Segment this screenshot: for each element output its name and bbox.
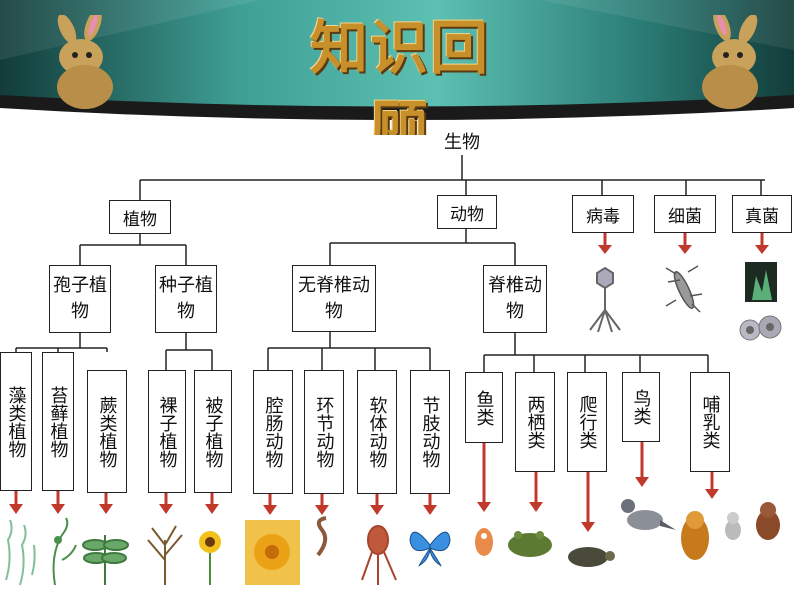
node-mosses: 苔藓植物 (42, 352, 74, 491)
moss-icon (52, 517, 77, 586)
sunflower-icon (199, 531, 221, 585)
mold-icon (745, 262, 777, 302)
header-banner: 知识回顾 (0, 0, 794, 135)
arrow-down-icon (581, 472, 595, 532)
turtle-icon (568, 547, 615, 567)
arrow-down-icon (705, 472, 719, 499)
squid-icon (361, 525, 397, 585)
arrow-down-icon (477, 443, 491, 512)
node-plants: 植物 (109, 200, 171, 234)
butterfly-icon (409, 531, 451, 567)
monkey-icon (681, 511, 709, 560)
arrow-down-icon (423, 494, 437, 515)
node-ferns: 蕨类植物 (87, 370, 127, 493)
cat-icon (725, 512, 741, 540)
node-reptiles: 爬行类 (567, 372, 607, 472)
node-amphibians: 两栖类 (515, 372, 555, 472)
arrow-down-icon (263, 494, 277, 515)
page-title: 知识回顾 (309, 14, 490, 135)
rabbit-right (702, 15, 758, 109)
arrow-down-icon (315, 494, 329, 515)
node-birds: 鸟类 (622, 372, 660, 442)
node-arthropods: 节肢动物 (410, 370, 450, 494)
arrow-down-icon (159, 493, 173, 514)
fish-icon (475, 528, 493, 556)
arrow-down-icon (9, 491, 23, 514)
phage-icon (589, 266, 621, 333)
root-node-living-things: 生物 (444, 132, 480, 153)
node-coelenterates: 腔肠动物 (253, 370, 293, 494)
bacteria-icon (665, 265, 703, 313)
frog-icon (508, 531, 552, 557)
node-vertebrates: 脊椎动物 (483, 265, 547, 333)
node-fungi: 真菌 (732, 195, 792, 233)
algae-icon (5, 519, 36, 586)
earthworm-icon (316, 516, 328, 557)
arrow-down-icon (598, 233, 612, 254)
node-angiosperms: 被子植物 (194, 370, 232, 493)
node-algae: 藻类植物 (0, 352, 32, 491)
sea-anemone-icon (245, 520, 300, 585)
node-annelids: 环节动物 (304, 370, 344, 494)
arrows (9, 233, 769, 532)
mushroom-icon (739, 315, 782, 341)
arrow-down-icon (529, 472, 543, 512)
node-seed-plants: 种子植物 (155, 265, 217, 333)
node-invertebrates: 无脊椎动物 (292, 265, 376, 332)
pigeon-icon (621, 499, 676, 530)
node-mollusks: 软体动物 (357, 370, 397, 494)
arrow-down-icon (635, 442, 649, 487)
node-animals: 动物 (437, 195, 497, 229)
node-bacteria: 细菌 (654, 195, 716, 233)
node-fish: 鱼类 (465, 372, 503, 443)
dog-icon (756, 502, 780, 540)
banner-background (0, 0, 794, 135)
pine-shrub-icon (147, 525, 183, 585)
arrow-down-icon (51, 491, 65, 514)
node-mammals: 哺乳类 (690, 372, 730, 472)
connector-lines (15, 155, 765, 372)
arrow-down-icon (678, 233, 692, 254)
rabbit-left (57, 15, 113, 109)
fern-icon (82, 535, 129, 585)
node-gymnosperms: 裸子植物 (148, 370, 186, 493)
arrow-down-icon (370, 494, 384, 515)
arrow-down-icon (205, 493, 219, 514)
node-spore-plants: 孢子植物 (49, 265, 111, 333)
node-viruses: 病毒 (572, 195, 634, 233)
arrow-down-icon (99, 493, 113, 514)
arrow-down-icon (755, 233, 769, 254)
